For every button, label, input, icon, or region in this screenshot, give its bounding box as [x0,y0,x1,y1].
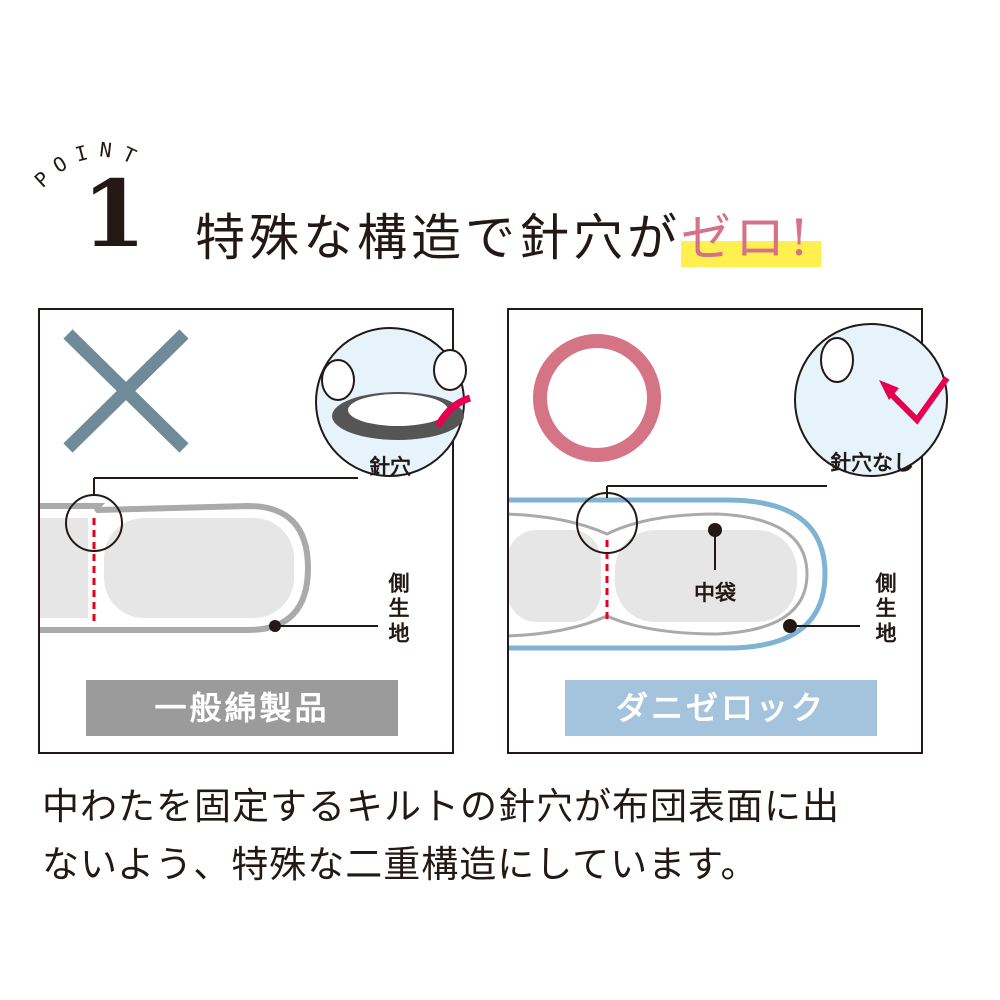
magnify-ring [576,492,638,554]
mite-icon [820,337,854,383]
headline-highlight: ゼロ! [681,209,822,267]
headline: 特殊な構造で針穴がゼロ! [195,198,822,270]
point-label: POINT [29,137,138,192]
side-fabric-label: 側生地 [873,572,897,647]
bubble-label: 針穴なし [830,451,914,475]
description-line: ないよう、特殊な二重構造にしています。 [42,843,759,886]
circle-mark-icon [533,334,661,462]
bubble-label: 針穴 [369,455,411,479]
product-label-regular: 一般綿製品 [86,680,398,736]
cross-mark-icon [63,329,189,453]
description-line: 中わたを固定するキルトの針穴が布団表面に出 [42,785,840,828]
point-number: 1 [82,160,147,268]
mite-icon [321,349,467,401]
description: 中わたを固定するキルトの針穴が布団表面に出 ないよう、特殊な二重構造にしています… [42,778,840,894]
magnify-bubble: 針穴 [315,327,472,479]
danizerock-cross-section [509,497,828,651]
magnify-ring [65,494,123,552]
magnify-bubble: 針穴なし [794,323,950,477]
product-label-danizerock: ダニゼロック [565,680,877,736]
side-fabric-label: 側生地 [386,572,410,647]
cotton-cross-section [40,502,312,633]
headline-main: 特殊な構造で針穴が [195,209,681,267]
panel-danizerock: 中袋 針穴なし 側生地 ダニゼロック [507,308,950,754]
inner-bag-label: 中袋 [694,581,737,605]
panel-regular-cotton: 針穴 側生地 一般綿製品 [38,308,472,754]
